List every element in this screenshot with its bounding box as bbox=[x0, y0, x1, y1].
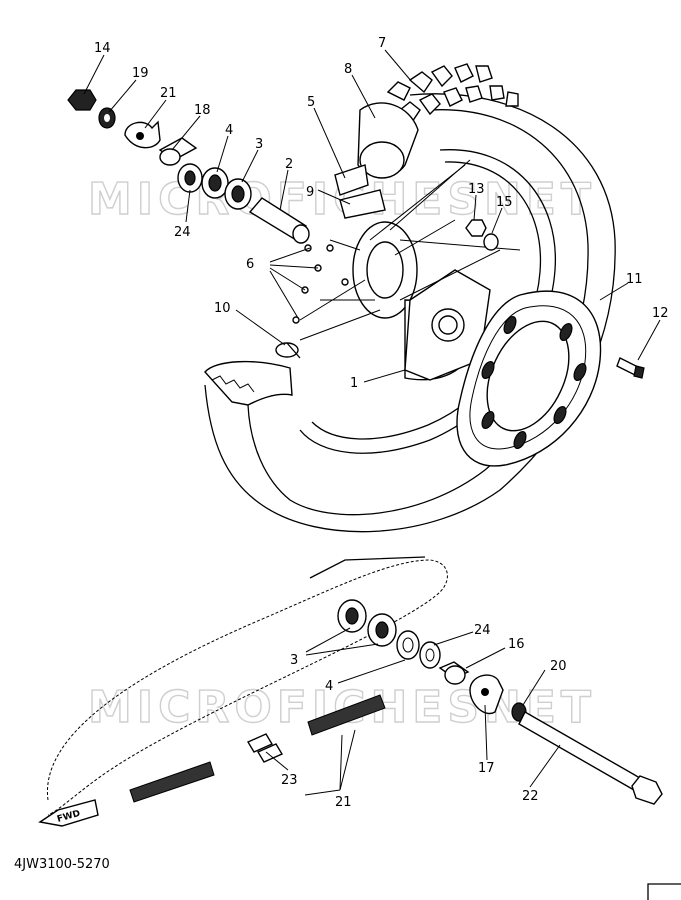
bearing-3-top bbox=[224, 178, 252, 210]
label-part-21-top: 19 bbox=[132, 66, 149, 81]
bolt-12 bbox=[616, 357, 645, 379]
washer-14 bbox=[483, 233, 499, 251]
bearing-4-top bbox=[201, 167, 229, 199]
nut-13 bbox=[465, 219, 487, 237]
collar-15 bbox=[158, 137, 198, 166]
label-part-21-lower: 20 bbox=[550, 659, 567, 674]
label-part-7: 7 bbox=[378, 36, 386, 51]
label-part-20: 14 bbox=[94, 41, 111, 56]
tube-8 bbox=[357, 102, 419, 179]
label-part-14: 15 bbox=[496, 195, 513, 210]
label-part-3-lower: 3 bbox=[290, 653, 298, 668]
label-part-1: 1 bbox=[350, 376, 358, 391]
spokes bbox=[299, 159, 521, 341]
label-part-24-lower: 24 bbox=[474, 623, 491, 638]
label-part-17: 17 bbox=[478, 761, 495, 776]
seal-24-lower bbox=[419, 641, 441, 669]
adjuster-17 bbox=[469, 674, 504, 715]
valve-10 bbox=[275, 342, 301, 359]
spoke-nipples-6 bbox=[292, 244, 349, 324]
label-part-5: 5 bbox=[307, 95, 315, 110]
washer-21-top bbox=[98, 107, 116, 129]
seal-4-lower bbox=[396, 630, 420, 660]
rim-lock-9 bbox=[339, 189, 386, 219]
label-part-4-top: 4 bbox=[225, 123, 233, 138]
label-part-18: 21 bbox=[160, 86, 177, 101]
adjuster-18 bbox=[124, 120, 161, 149]
leader-lines bbox=[83, 49, 661, 796]
chain-segment-22 bbox=[129, 694, 386, 803]
axle-19 bbox=[518, 711, 663, 805]
tire-tread bbox=[386, 63, 519, 124]
master-link-23 bbox=[246, 733, 284, 763]
label-part-15: 18 bbox=[194, 103, 211, 118]
label-part-9: 9 bbox=[306, 185, 314, 200]
hub bbox=[352, 221, 491, 381]
diagram-code: 4JW3100-5270 bbox=[14, 857, 110, 872]
bearing-3-lower-a bbox=[337, 599, 367, 633]
label-part-11: 11 bbox=[626, 272, 643, 287]
corner-box bbox=[647, 883, 681, 900]
label-part-19: 22 bbox=[522, 789, 539, 804]
collar-16 bbox=[438, 661, 470, 685]
label-part-2: 2 bbox=[285, 157, 293, 172]
bearing-3-lower-b bbox=[367, 613, 397, 647]
rear-tire bbox=[204, 63, 616, 533]
label-part-12: 12 bbox=[652, 306, 669, 321]
axle-nut-20 bbox=[67, 89, 97, 111]
label-part-10: 10 bbox=[214, 301, 231, 316]
drive-chain-loop bbox=[46, 556, 448, 816]
part-labels: 14 19 21 18 4 3 2 24 7 8 5 9 6 10 1 13 1… bbox=[94, 36, 669, 810]
label-part-24-top: 24 bbox=[174, 225, 191, 240]
label-part-3-top: 3 bbox=[255, 137, 263, 152]
label-part-23: 23 bbox=[281, 773, 298, 788]
label-part-4-lower: 4 bbox=[325, 679, 333, 694]
sprocket bbox=[456, 290, 602, 467]
bearing-24-top bbox=[177, 163, 203, 193]
label-part-13: 13 bbox=[468, 182, 485, 197]
rim-band-5 bbox=[334, 164, 369, 196]
label-part-16: 16 bbox=[508, 637, 525, 652]
spacer-2 bbox=[248, 197, 310, 244]
label-part-22: 21 bbox=[335, 795, 352, 810]
label-part-6: 6 bbox=[246, 257, 254, 272]
label-part-8: 8 bbox=[344, 62, 352, 77]
fwd-arrow: FWD bbox=[38, 799, 99, 827]
